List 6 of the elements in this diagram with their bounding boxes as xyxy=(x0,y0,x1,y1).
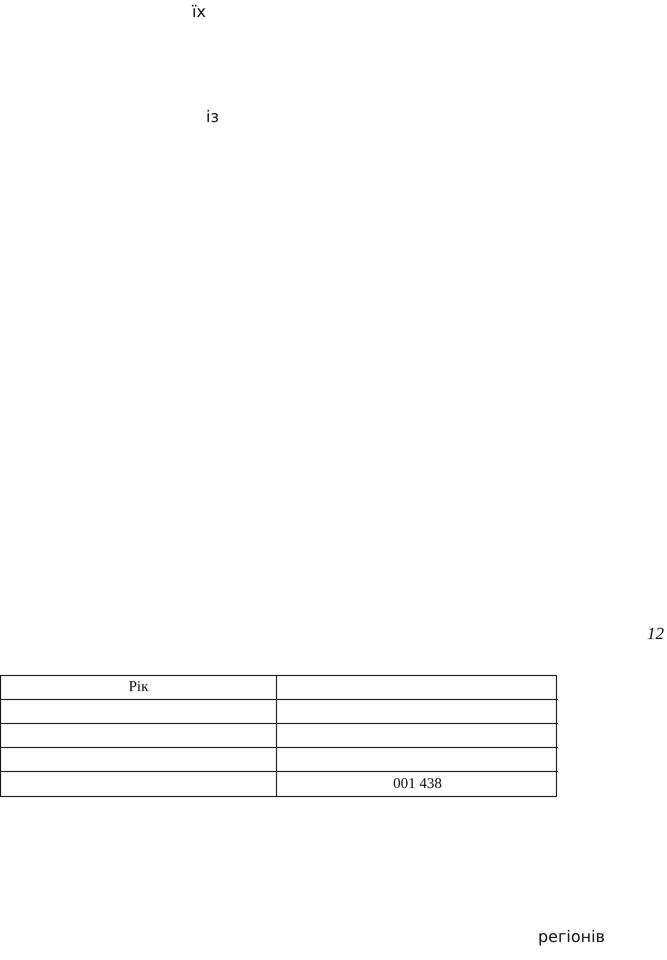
table-cell: Рік xyxy=(1,676,277,700)
text-fragment: 12 xyxy=(647,625,664,642)
text-fragment: із xyxy=(206,109,219,125)
text-fragment: їх xyxy=(192,4,206,20)
table-cell-text: 001 438 xyxy=(392,774,443,794)
text-fragment: регіонів xyxy=(538,929,605,945)
